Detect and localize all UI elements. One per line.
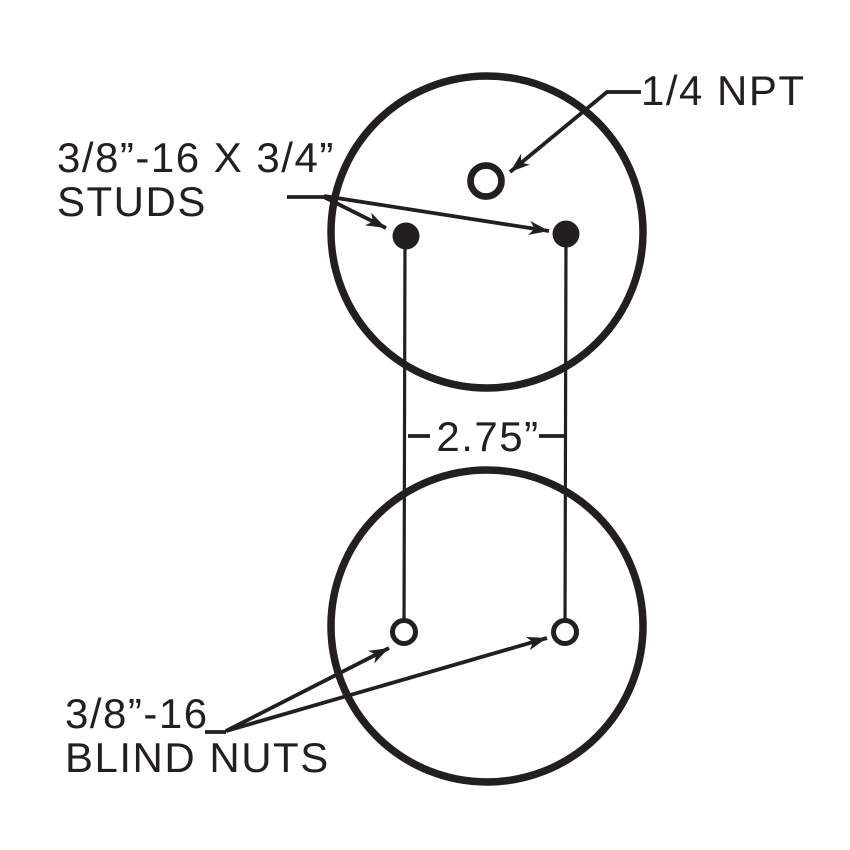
blind-nuts-label-line2: BLIND NUTS	[65, 734, 330, 781]
blind-nut-right-circle	[551, 618, 579, 646]
stud-right-dot	[552, 220, 580, 248]
studs-label-line1: 3/8”-16 X 3/4”	[57, 134, 335, 181]
bottom-view-circle	[327, 466, 647, 786]
studs-leader-right	[323, 194, 550, 235]
npt-label: 1/4 NPT	[641, 67, 806, 114]
npt-leader-line	[508, 90, 641, 174]
npt-port-circle	[467, 162, 505, 200]
studs-leader-left	[323, 195, 387, 230]
blind-nuts-leader-right	[225, 636, 548, 733]
blind-nut-left-circle	[390, 618, 418, 646]
dimension-label: 2.75”	[436, 413, 539, 460]
stud-centerline-right	[563, 233, 568, 633]
stud-left-dot	[392, 222, 420, 250]
studs-label-line2: STUDS	[57, 178, 207, 225]
stud-centerline-left	[402, 235, 407, 633]
blind-nuts-leader-left	[225, 646, 390, 733]
blind-nuts-label-line1: 3/8”-16	[65, 690, 209, 737]
top-view-circle	[327, 72, 647, 392]
